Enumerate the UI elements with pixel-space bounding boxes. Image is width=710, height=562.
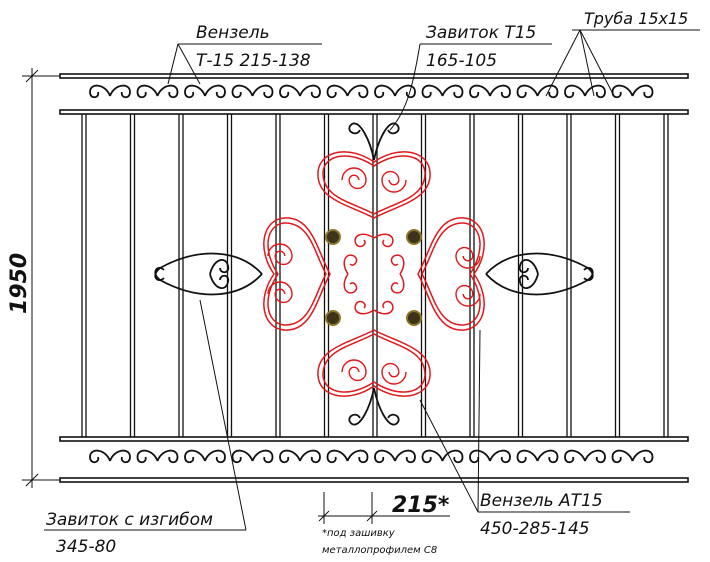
bend-code: 345-80 bbox=[56, 537, 116, 557]
leader-lines bbox=[44, 29, 700, 531]
scroll-ornament-icon bbox=[374, 84, 416, 99]
top-rail-outer bbox=[59, 73, 689, 79]
black-ornaments bbox=[154, 122, 594, 426]
truba-label: Труба 15х15 bbox=[584, 9, 688, 28]
scroll-ornament-icon bbox=[611, 449, 654, 464]
scroll-ornament-icon bbox=[564, 84, 606, 99]
venzel-title: Вензель bbox=[196, 23, 270, 43]
note-line-1: *под зашивку bbox=[322, 528, 396, 539]
bottom-c-scroll bbox=[348, 387, 375, 426]
heart-left bbox=[263, 217, 331, 331]
scroll-ornament-icon bbox=[184, 449, 226, 464]
spiral-icon bbox=[455, 284, 481, 307]
scroll-ornament-icon bbox=[421, 84, 464, 99]
scroll-ornament-icon bbox=[136, 449, 179, 464]
bottom-scroll-row bbox=[89, 449, 654, 464]
spiral-icon bbox=[267, 243, 293, 266]
height-dimension bbox=[22, 68, 60, 488]
heart-upper bbox=[317, 151, 431, 219]
scroll-ornament-icon bbox=[421, 449, 464, 464]
note-line-2: металлопрофилем С8 bbox=[322, 545, 437, 556]
scroll-ornament-icon bbox=[516, 84, 559, 99]
spiral-icon bbox=[381, 362, 407, 385]
scroll-ornament-icon bbox=[231, 449, 274, 464]
scroll-ornament-icon bbox=[136, 84, 179, 99]
gate-frame bbox=[59, 73, 689, 483]
rivet-icon bbox=[406, 310, 422, 326]
scroll-ornament-icon bbox=[564, 449, 606, 464]
venzel-code: Т-15 215-138 bbox=[196, 51, 311, 71]
spiral-icon bbox=[455, 246, 481, 269]
venzel-at-title: Вензель АТ15 bbox=[480, 491, 603, 511]
rivets bbox=[325, 229, 422, 326]
scroll-ornament-icon bbox=[516, 449, 559, 464]
scroll-ornament-icon bbox=[469, 449, 511, 464]
heart-right bbox=[417, 217, 485, 331]
spacing-dimension bbox=[318, 492, 450, 524]
scroll-ornament-icon bbox=[326, 84, 369, 99]
heart-lower bbox=[317, 329, 431, 397]
bottom-rail-outer bbox=[59, 477, 689, 483]
venzel-at-code: 450-285-145 bbox=[480, 519, 590, 539]
spiral-icon bbox=[341, 359, 367, 382]
top-rail-inner bbox=[59, 109, 689, 115]
scroll-ornament-icon bbox=[469, 84, 511, 99]
spiral-icon bbox=[341, 167, 367, 190]
scroll-ornament-icon bbox=[184, 84, 226, 99]
central-ornament bbox=[263, 151, 485, 397]
scroll-ornament-icon bbox=[374, 449, 416, 464]
scroll-ornament-icon bbox=[279, 449, 321, 464]
left-bend-scroll bbox=[154, 252, 263, 281]
right-bend-scroll bbox=[485, 252, 594, 281]
zavitok-title: Завиток Т15 bbox=[426, 23, 536, 43]
spacing-label: 215* bbox=[392, 493, 450, 518]
spiral-icon bbox=[381, 170, 407, 193]
rivet-icon bbox=[406, 229, 422, 245]
scroll-ornament-icon bbox=[89, 84, 131, 99]
bottom-rail-inner bbox=[59, 436, 689, 442]
scroll-ornament-icon bbox=[89, 449, 131, 464]
spiral-icon bbox=[267, 281, 293, 304]
bend-title: Завиток с изгибом bbox=[46, 510, 213, 530]
scroll-ornament-icon bbox=[279, 84, 321, 99]
height-label: 1950 bbox=[7, 253, 32, 314]
rivet-icon bbox=[325, 229, 341, 245]
zavitok-code: 165-105 bbox=[426, 51, 497, 71]
rivet-icon bbox=[325, 310, 341, 326]
scroll-ornament-icon bbox=[611, 84, 654, 99]
scroll-ornament-icon bbox=[231, 84, 274, 99]
top-scroll-row bbox=[89, 84, 654, 99]
scroll-ornament-icon bbox=[326, 449, 369, 464]
heart-spirals bbox=[267, 167, 481, 385]
top-c-scroll bbox=[348, 122, 375, 161]
